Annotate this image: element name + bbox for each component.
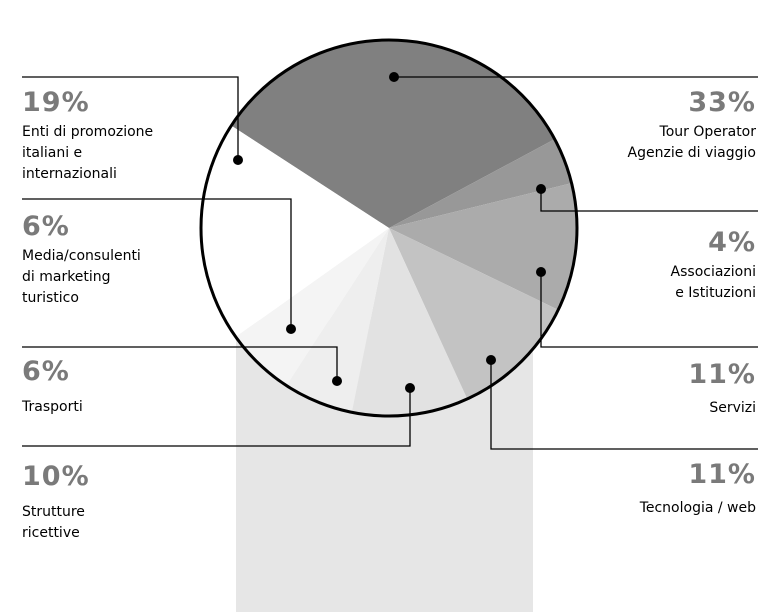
- label-associazioni: 4% Associazioni e Istituzioni: [671, 228, 756, 304]
- slice-description: Servizi: [688, 398, 756, 419]
- slice-percent: 11%: [688, 459, 756, 490]
- slice-line: internazionali: [22, 166, 117, 182]
- slice-line: italiani e: [22, 145, 83, 161]
- slice-line: e Istituzioni: [675, 285, 756, 301]
- slice-line: Trasporti: [22, 399, 83, 415]
- slice-percent: 19%: [22, 87, 90, 118]
- slice-percent: 10%: [22, 461, 90, 492]
- slice-line: Tecnologia / web: [639, 500, 756, 516]
- leader-dot: [405, 383, 415, 393]
- label-trasporti: 6% Trasporti: [22, 357, 83, 418]
- slice-line: Agenzie di viaggio: [627, 145, 756, 161]
- slice-description: Tour Operator Agenzie di viaggio: [628, 122, 756, 164]
- pie-slice: [351, 228, 468, 416]
- label-media: 6% Media/consulenti di marketing turisti…: [22, 212, 141, 309]
- leader-line: [22, 388, 411, 447]
- leader-line: [540, 272, 758, 348]
- slice-line: Tour Operator: [659, 124, 756, 140]
- label-servizi: 11% Servizi: [688, 360, 756, 419]
- leader-dot: [536, 184, 546, 194]
- leader-dot: [286, 324, 296, 334]
- slice-line: Servizi: [709, 400, 756, 416]
- slice-description: Strutture ricettive: [22, 502, 90, 544]
- leader-line: [540, 189, 758, 212]
- pie-slice: [389, 228, 559, 399]
- slice-percent: 4%: [708, 227, 756, 258]
- pie-slice: [231, 39, 555, 229]
- slice-percent: 11%: [688, 359, 756, 390]
- label-tour-operator: 33% Tour Operator Agenzie di viaggio: [628, 88, 756, 164]
- slice-description: Enti di promozione italiani e internazio…: [22, 122, 153, 185]
- slice-line: turistico: [22, 290, 79, 306]
- pie-slice: [235, 228, 389, 386]
- slice-line: Strutture: [22, 504, 85, 520]
- leader-line: [22, 198, 292, 329]
- slice-line: Enti di promozione: [22, 124, 154, 140]
- leader-dot: [486, 355, 496, 365]
- slice-line: di marketing: [22, 269, 111, 285]
- label-tecnologia: 11% Tecnologia / web: [640, 460, 756, 519]
- leader-line: [490, 360, 758, 450]
- leader-dot: [389, 72, 399, 82]
- slice-line: Associazioni: [670, 264, 756, 280]
- leader-dot: [233, 155, 243, 165]
- slice-line: Media/consulenti: [22, 248, 141, 264]
- pie-slice: [389, 139, 572, 228]
- slice-percent: 6%: [22, 356, 70, 387]
- slice-percent: 33%: [688, 87, 756, 118]
- slice-percent: 6%: [22, 211, 70, 242]
- slice-description: Tecnologia / web: [640, 498, 756, 519]
- slice-description: Trasporti: [22, 397, 83, 418]
- pie-slice: [201, 125, 389, 337]
- label-strutture: 10% Strutture ricettive: [22, 462, 90, 544]
- slice-description: Media/consulenti di marketing turistico: [22, 246, 141, 309]
- leader-dot: [332, 376, 342, 386]
- slice-line: ricettive: [22, 525, 80, 541]
- pie-outline: [199, 38, 579, 418]
- leader-line: [22, 346, 338, 381]
- leader-dot: [536, 267, 546, 277]
- pie-slice: [389, 183, 577, 310]
- pie-slice: [286, 228, 389, 413]
- leader-line: [22, 76, 239, 160]
- slice-description: Associazioni e Istituzioni: [671, 262, 756, 304]
- label-enti: 19% Enti di promozione italiani e intern…: [22, 88, 153, 185]
